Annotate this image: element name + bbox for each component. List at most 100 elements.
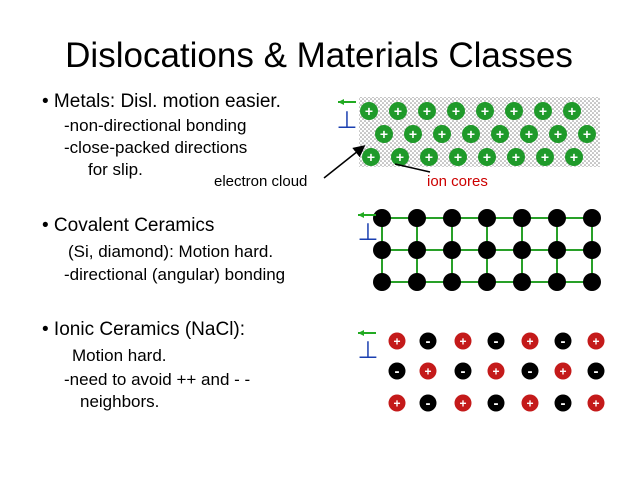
ion-core-sign: + bbox=[438, 126, 446, 142]
ion-charge: - bbox=[528, 363, 533, 380]
ion-core bbox=[375, 125, 393, 143]
covalent-atom bbox=[583, 273, 601, 291]
ion-charge: - bbox=[395, 363, 400, 380]
ion-core-sign: + bbox=[539, 103, 547, 119]
ionic-line-3: neighbors. bbox=[80, 392, 160, 411]
covalent-atom bbox=[373, 209, 391, 227]
covalent-atom bbox=[443, 209, 461, 227]
ion-core-sign: + bbox=[425, 149, 433, 165]
metal-diagram: ++++++++++++++++++++++++ ⊥ bbox=[323, 97, 600, 179]
ion-core bbox=[447, 102, 465, 120]
ion-charge: + bbox=[492, 365, 499, 379]
ion-charge: - bbox=[561, 395, 566, 412]
anion bbox=[554, 332, 572, 350]
ion-core bbox=[449, 148, 467, 166]
cation bbox=[487, 362, 505, 380]
ion-core-sign: + bbox=[583, 126, 591, 142]
ion-core-sign: + bbox=[396, 149, 404, 165]
shear-arrowhead-ionic bbox=[358, 330, 364, 336]
covalent-atom bbox=[583, 209, 601, 227]
ion-charge: - bbox=[594, 363, 599, 380]
covalent-atom bbox=[443, 273, 461, 291]
covalent-atom bbox=[408, 241, 426, 259]
covalent-line-2: -directional (angular) bonding bbox=[64, 265, 286, 284]
ion-core-sign: + bbox=[541, 149, 549, 165]
ion-core bbox=[563, 102, 581, 120]
anion bbox=[487, 394, 505, 412]
covalent-atom bbox=[373, 241, 391, 259]
ion-core bbox=[478, 148, 496, 166]
ion-core-sign: + bbox=[510, 103, 518, 119]
ion-core bbox=[520, 125, 538, 143]
ion-core bbox=[362, 148, 380, 166]
slide-title: Dislocations & Materials Classes bbox=[65, 36, 573, 75]
covalent-atom bbox=[408, 273, 426, 291]
covalent-atom bbox=[443, 241, 461, 259]
ion-core bbox=[549, 125, 567, 143]
ion-core bbox=[360, 102, 378, 120]
ionic-diagram: +-+-+-+-+-+-+-+-+-+-+ ⊥ bbox=[358, 330, 605, 412]
shear-arrowhead-covalent bbox=[358, 212, 364, 218]
ion-charge: + bbox=[459, 335, 466, 349]
ion-core bbox=[505, 102, 523, 120]
ion-core-sign: + bbox=[568, 103, 576, 119]
covalent-atom bbox=[408, 209, 426, 227]
ion-core bbox=[476, 102, 494, 120]
ion-core-sign: + bbox=[423, 103, 431, 119]
ion-core-sign: + bbox=[496, 126, 504, 142]
ion-charge: - bbox=[494, 395, 499, 412]
anion bbox=[388, 362, 406, 380]
ion-core bbox=[565, 148, 583, 166]
covalent-atom bbox=[478, 241, 496, 259]
covalent-atoms bbox=[373, 209, 601, 291]
cation bbox=[454, 394, 472, 412]
ion-core-sign: + bbox=[367, 149, 375, 165]
cation bbox=[388, 394, 406, 412]
ion-core bbox=[433, 125, 451, 143]
ion-charge: + bbox=[592, 335, 599, 349]
ion-charge: - bbox=[426, 395, 431, 412]
ion-core-sign: + bbox=[570, 149, 578, 165]
ion-charge: + bbox=[592, 397, 599, 411]
ion-core-sign: + bbox=[512, 149, 520, 165]
ion-charge: - bbox=[561, 333, 566, 350]
ion-core bbox=[578, 125, 596, 143]
anion bbox=[487, 332, 505, 350]
covalent-atom bbox=[548, 209, 566, 227]
ion-charge: - bbox=[494, 333, 499, 350]
ion-core bbox=[418, 102, 436, 120]
covalent-atom bbox=[548, 273, 566, 291]
ion-core bbox=[536, 148, 554, 166]
ion-core bbox=[462, 125, 480, 143]
cation bbox=[521, 332, 539, 350]
ion-charge: + bbox=[459, 397, 466, 411]
ion-core-sign: + bbox=[481, 103, 489, 119]
ion-cores-label: ion cores bbox=[427, 173, 488, 190]
ion-core bbox=[534, 102, 552, 120]
ion-core-sign: + bbox=[452, 103, 460, 119]
shear-arrowhead-metal bbox=[338, 99, 344, 105]
ion-cores-callout-line bbox=[394, 163, 431, 173]
covalent-atom bbox=[373, 273, 391, 291]
anion bbox=[419, 332, 437, 350]
metals-line-1: -non-directional bonding bbox=[64, 116, 247, 135]
ionic-lattice: +-+-+-+-+-+-+-+-+-+-+ bbox=[388, 332, 605, 412]
ion-core bbox=[389, 102, 407, 120]
anion bbox=[454, 362, 472, 380]
cation bbox=[587, 394, 605, 412]
metals-heading: • Metals: Disl. motion easier. bbox=[42, 91, 281, 112]
metal-ion-cores: ++++++++++++++++++++++++ bbox=[360, 102, 596, 166]
anion bbox=[587, 362, 605, 380]
dislocation-symbol-covalent: ⊥ bbox=[358, 219, 379, 246]
covalent-atom bbox=[513, 241, 531, 259]
ion-charge: - bbox=[461, 363, 466, 380]
ion-charge: - bbox=[426, 333, 431, 350]
ion-core-sign: + bbox=[525, 126, 533, 142]
ion-charge: + bbox=[526, 335, 533, 349]
ion-charge: + bbox=[424, 365, 431, 379]
ion-core-sign: + bbox=[380, 126, 388, 142]
covalent-atom bbox=[548, 241, 566, 259]
ionic-line-2: -need to avoid ++ and - - bbox=[64, 370, 251, 389]
ion-core-sign: + bbox=[483, 149, 491, 165]
